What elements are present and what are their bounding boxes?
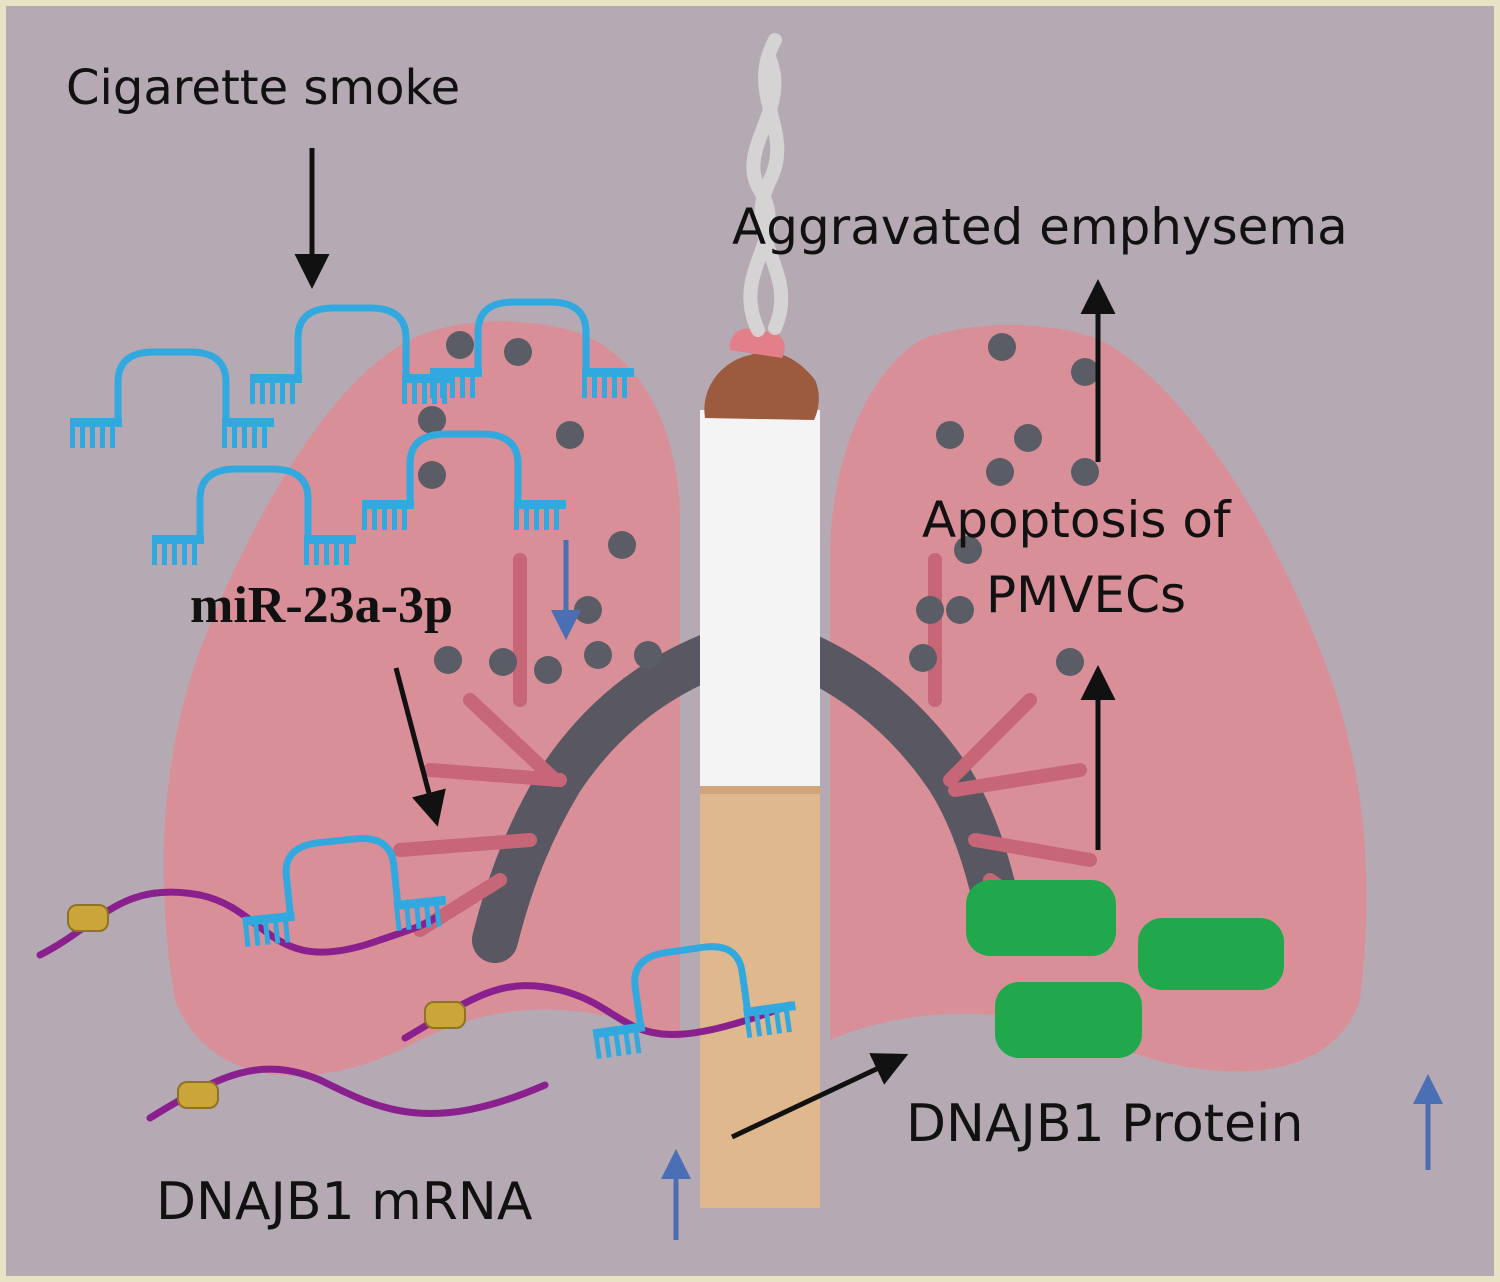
apoptosis-label-line1: Apoptosis of <box>922 491 1231 549</box>
cigarette-smoke-label: Cigarette smoke <box>66 60 461 116</box>
mrna-strands <box>36 830 799 1122</box>
cigarette-ash <box>704 351 819 420</box>
left-lung <box>163 321 680 1076</box>
apoptosis-label-line2: PMVECs <box>986 566 1187 624</box>
bronchi <box>393 553 1097 963</box>
aggravated-emphysema-label: Aggravated emphysema <box>732 198 1348 256</box>
smoke <box>743 33 789 337</box>
mrna-cap-2 <box>424 1001 466 1029</box>
protein-label: DNAJB1 Protein <box>906 1094 1304 1154</box>
arrow-mrna-to-protein <box>730 1053 909 1140</box>
protein-block-1 <box>966 880 1116 956</box>
cigarette-paper <box>700 410 820 790</box>
flow-arrows <box>294 148 1116 1140</box>
alveoli-dots <box>418 331 1099 684</box>
protein-block-3 <box>995 982 1142 1058</box>
cigarette-filter <box>700 790 820 1208</box>
mrna-strand-2 <box>401 982 794 1042</box>
regulation-arrows <box>551 540 1443 1240</box>
dnajb1-protein-blocks <box>966 880 1284 1058</box>
mrna-cap-1 <box>67 904 109 932</box>
cigarette <box>700 33 820 1208</box>
mrna-label: DNAJB1 mRNA <box>156 1172 533 1232</box>
mirna-label: miR-23a-3p <box>190 577 453 634</box>
arrow-mirna-to-mrna <box>393 667 446 827</box>
mrna-cap-3 <box>177 1081 219 1109</box>
protein-block-2 <box>1138 918 1284 990</box>
cigarette-ember <box>729 328 785 358</box>
